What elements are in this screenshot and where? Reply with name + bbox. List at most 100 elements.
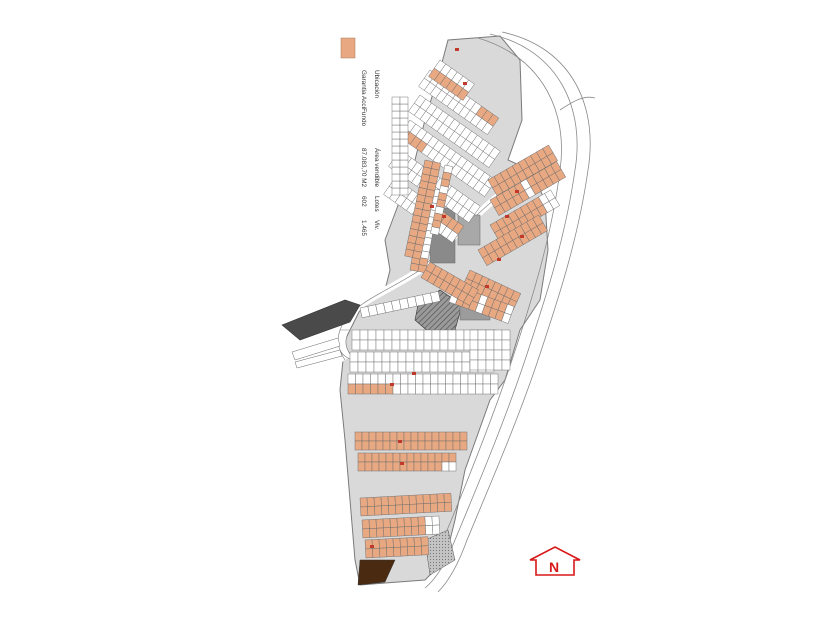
lot (375, 431, 384, 442)
lot (485, 339, 495, 351)
lot (375, 329, 385, 341)
lot (359, 329, 369, 341)
lot (392, 383, 401, 395)
lot (452, 440, 461, 451)
lot (448, 461, 457, 472)
lot (493, 359, 503, 371)
lot (447, 329, 457, 341)
lot (364, 461, 373, 472)
lot-block-west-strip (391, 96, 409, 196)
lot (431, 515, 440, 526)
lot (444, 501, 453, 512)
lot (423, 503, 432, 513)
lot (399, 173, 409, 182)
lot-block-east-1 (487, 144, 558, 196)
lot (396, 431, 405, 442)
lot (362, 383, 371, 395)
lot (399, 159, 409, 168)
lot (408, 494, 417, 505)
lot (387, 495, 396, 506)
lot (385, 461, 394, 472)
north-arrow-icon: N (529, 546, 581, 576)
lot (434, 452, 443, 463)
lot (399, 339, 409, 351)
lot (357, 361, 367, 373)
lot (399, 537, 408, 548)
lot (349, 361, 359, 373)
lot (406, 452, 415, 463)
lot (373, 361, 383, 373)
lot (361, 519, 370, 530)
lot (423, 329, 433, 341)
lot (391, 124, 401, 133)
lot (373, 351, 383, 363)
legend-swatch (340, 37, 356, 59)
lot (389, 517, 398, 528)
lot (445, 383, 454, 395)
lot (412, 250, 422, 260)
lot (481, 122, 494, 135)
lot (420, 452, 429, 463)
lot (459, 440, 468, 451)
lot (413, 452, 422, 463)
lot-block-center-strip (404, 159, 441, 260)
lot-marker (430, 205, 434, 208)
lot (415, 494, 424, 505)
lot (469, 339, 479, 351)
lot (462, 210, 475, 223)
lot (482, 373, 491, 385)
lot-marker (398, 440, 402, 443)
lot (399, 131, 409, 140)
lot (376, 527, 385, 538)
lot (467, 373, 476, 385)
lot (383, 339, 393, 351)
lot (380, 496, 389, 507)
lot (399, 138, 409, 147)
lot-block-mid-5 (359, 291, 441, 319)
lot (370, 383, 379, 395)
lot (439, 329, 449, 341)
lot-block-south-5 (364, 536, 430, 559)
lot (501, 339, 511, 351)
lot (399, 180, 409, 189)
lot (368, 440, 377, 451)
lot-block-north-3 (398, 119, 497, 197)
lot (452, 383, 461, 395)
lot (429, 351, 439, 363)
lot (365, 361, 375, 373)
lot (490, 373, 499, 385)
lot (388, 504, 397, 515)
lot (369, 528, 378, 538)
lot (400, 373, 409, 385)
lot (399, 166, 409, 175)
lot (391, 166, 401, 175)
lot (366, 497, 375, 507)
lot (429, 361, 439, 373)
lot (501, 349, 511, 361)
lot (475, 383, 484, 395)
legend-value-area: 87.083,70 M2 (360, 148, 367, 188)
lot (407, 383, 416, 395)
lot (392, 461, 401, 472)
lot (360, 506, 369, 517)
lot (416, 503, 425, 514)
lot-block-south-1 (354, 431, 468, 451)
lot (370, 373, 379, 385)
lot (359, 497, 368, 508)
lot (431, 440, 440, 451)
lot-marker (390, 383, 394, 386)
lot (378, 452, 387, 463)
lot (469, 349, 479, 361)
lot (445, 440, 454, 451)
lot (381, 505, 390, 516)
lot (381, 351, 391, 363)
blocked-area-west (281, 299, 361, 369)
lot (501, 359, 511, 371)
lot (438, 431, 447, 442)
lot (424, 440, 433, 451)
lot (439, 339, 449, 351)
lot (391, 110, 401, 119)
lot (460, 373, 469, 385)
lot (375, 518, 384, 529)
lot-block-south-2 (357, 452, 457, 472)
